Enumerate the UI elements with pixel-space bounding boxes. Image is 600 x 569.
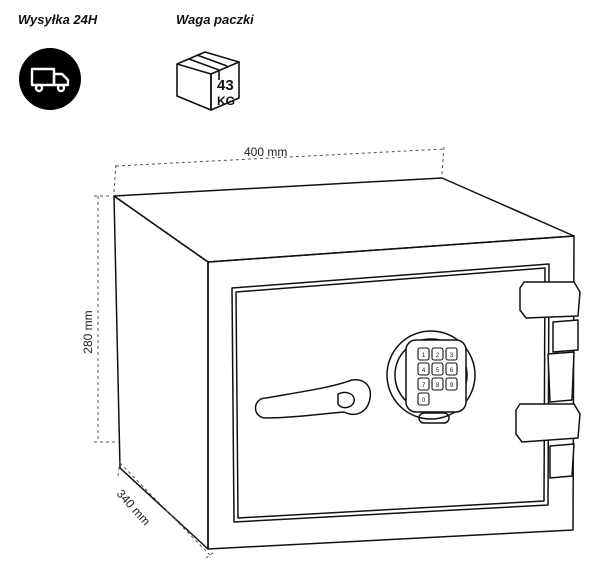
hinge-bottom <box>515 403 581 479</box>
width-dimension-line <box>115 148 445 167</box>
package-box-icon: 43 KG <box>167 46 247 116</box>
truck-icon <box>18 47 82 111</box>
keypad-key-7 <box>417 377 430 391</box>
keypad-key-0 <box>417 392 430 406</box>
keypad-key-3 <box>445 347 458 361</box>
height-label: 280 mm <box>81 310 95 353</box>
electronic-lock <box>386 330 476 424</box>
keypad-key-label: 0 <box>422 398 426 404</box>
keypad: 1 2 3 4 5 6 7 8 9 0 <box>417 347 458 406</box>
keypad-key-label: 9 <box>450 383 454 389</box>
keypad-key-label: 1 <box>422 353 426 359</box>
keypad-key-label: 6 <box>450 368 454 374</box>
keypad-key-8 <box>431 377 444 391</box>
weight-value-text: 43 <box>217 77 234 94</box>
keypad-key-4 <box>417 362 430 376</box>
safe-top-face <box>113 177 575 263</box>
hinge-top <box>519 281 581 403</box>
keypad-key-label: 7 <box>422 383 426 389</box>
keypad-key-label: 4 <box>422 368 426 374</box>
keypad-key-1 <box>417 347 430 361</box>
weight-label: Waga paczki <box>176 12 254 27</box>
safe-door <box>231 263 550 523</box>
keypad-key-9 <box>445 377 458 391</box>
keypad-key-label: 8 <box>436 383 440 389</box>
keypad-key-label: 2 <box>436 353 440 359</box>
keypad-key-label: 5 <box>436 368 440 374</box>
keypad-key-6 <box>445 362 458 376</box>
safe-front-frame <box>207 235 575 550</box>
keypad-key-label: 3 <box>450 353 454 359</box>
width-label: 400 mm <box>244 145 287 159</box>
keypad-key-2 <box>431 347 444 361</box>
weight-unit-text: KG <box>217 94 235 108</box>
door-handle <box>254 379 372 419</box>
keypad-key-5 <box>431 362 444 376</box>
shipping-label: Wysyłka 24H <box>18 12 98 27</box>
